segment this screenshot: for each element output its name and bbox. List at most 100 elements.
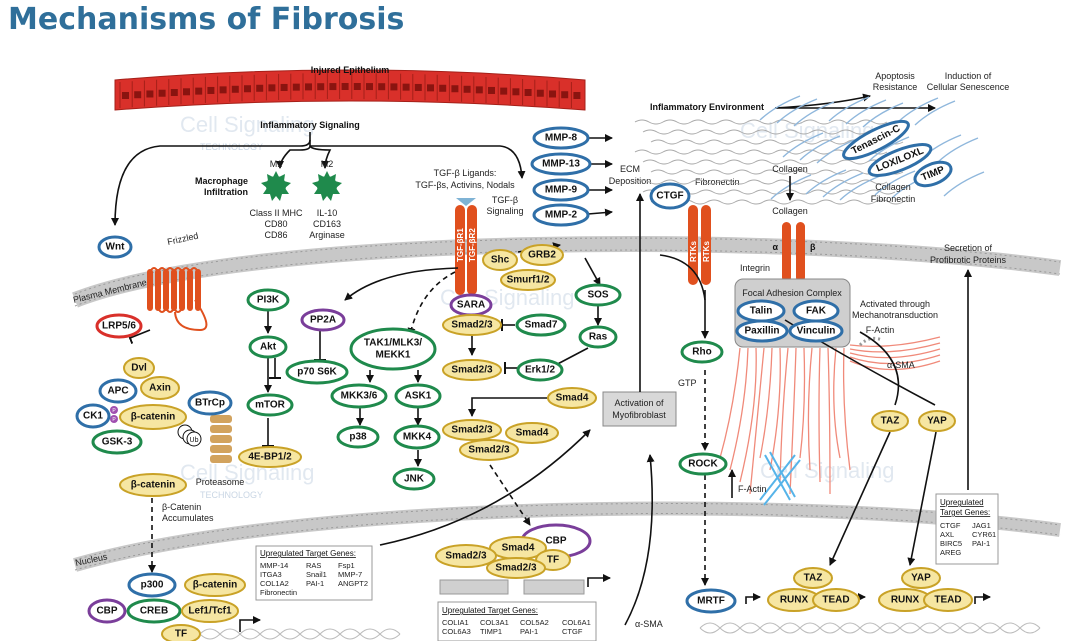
epithelial-cell-nucleus — [207, 86, 215, 94]
node-yap: YAP — [918, 410, 956, 432]
gene-box-header: Upregulated Target Genes: — [260, 549, 356, 558]
m2-marker: Arginase — [309, 230, 345, 240]
node-taz: TAZ — [871, 410, 909, 432]
ecm-sub: Deposition — [609, 176, 652, 186]
secretion-sub: Profibrotic Proteins — [930, 255, 1007, 265]
node-label: GSK-3 — [102, 437, 133, 448]
actin-fiber — [818, 347, 821, 483]
gene-item: MMP-14 — [260, 561, 288, 570]
gene-item: Fibronectin — [260, 588, 297, 597]
epithelial-cell-nucleus — [244, 85, 251, 93]
actin-fiber — [789, 347, 797, 495]
collagen-label-2: Collagen — [772, 206, 808, 216]
macrophage-label: Macrophage — [195, 176, 248, 186]
gene-item: PAI-1 — [972, 539, 990, 548]
node-label: RUNX — [780, 595, 809, 606]
m1-marker: Class II MHC — [249, 208, 303, 218]
node-label: Axin — [149, 383, 171, 394]
collagen-fiber — [914, 100, 956, 126]
node-label: APC — [107, 386, 128, 397]
node-label: CK1 — [83, 411, 103, 422]
gene-item: COL5A2 — [520, 618, 549, 627]
node-axin: Axin — [140, 376, 180, 400]
epithelial-cell-nucleus — [573, 92, 581, 99]
node-label: TAZ — [804, 573, 823, 584]
ub-label: Ub — [190, 437, 199, 444]
node-pi3k: PI3K — [246, 288, 290, 312]
node-label: β-catenin — [131, 412, 175, 423]
node-label: Rho — [692, 347, 711, 358]
collagen-fibronectin-label: Collagen — [875, 182, 911, 192]
gtp-label: GTP — [678, 378, 697, 388]
node-label: MKK3/6 — [341, 391, 378, 402]
ecm-label: ECM — [620, 164, 640, 174]
node-smad7: Smad7 — [515, 313, 567, 337]
collagen-fibronectin-sub: Fibronectin — [871, 194, 916, 204]
node-label: MKK4 — [403, 432, 432, 443]
collagen-fiber — [776, 98, 818, 124]
gene-item: AREG — [940, 548, 961, 557]
node-smad4b: Smad4 — [505, 422, 559, 444]
node-label: Smad2/3 — [451, 425, 493, 436]
apoptosis-label: Apoptosis — [875, 71, 915, 81]
collagen-fiber — [799, 135, 841, 161]
node-label: Smad2/3 — [451, 365, 493, 376]
wnt-target-genes-box: Upregulated Target Genes: MMP-14 ITGA3 C… — [255, 545, 373, 601]
gene-item: MMP-7 — [338, 570, 362, 579]
node-grb2: GRB2 — [520, 244, 564, 266]
node-label: p300 — [141, 580, 164, 591]
node-label: CREB — [140, 606, 168, 617]
node-yap2: YAP — [901, 567, 941, 589]
epithelial-cell-nucleus — [463, 85, 471, 93]
node-dvl: Dvl — [123, 357, 155, 379]
epithelial-cell-nucleus — [475, 86, 483, 94]
epithelial-cell-nucleus — [231, 85, 239, 93]
gene-item: Fsp1 — [338, 561, 355, 570]
inflammatory-signaling: Inflammatory Signaling — [111, 120, 526, 226]
node-ck1: CK1 — [75, 403, 111, 429]
node-label: MMP-2 — [545, 210, 578, 221]
node-mkk36: MKK3/6 — [330, 383, 388, 409]
tgfbr1-label: TGF-βR1 — [456, 228, 465, 262]
node-label: Erk1/2 — [525, 365, 555, 376]
node-label: Smad4 — [502, 543, 535, 554]
gene-item: AXL — [940, 530, 954, 539]
actin-fibers — [719, 336, 941, 495]
node-label: SARA — [457, 300, 485, 311]
node-label: JNK — [404, 474, 425, 485]
node-mmp8: MMP-8 — [532, 126, 590, 150]
epithelial-cell-nucleus — [390, 83, 398, 91]
node-smad23n1: Smad2/3 — [435, 544, 497, 568]
node-sos: SOS — [574, 283, 622, 307]
node-label: Smad4 — [516, 428, 549, 439]
m1-marker: CD86 — [264, 230, 287, 240]
node-akt: Akt — [248, 335, 288, 359]
tgfb-ligands-label: TGF-β Ligands: — [434, 168, 497, 178]
gene-item: TIMP1 — [480, 627, 502, 636]
integrin-label: Integrin — [740, 263, 770, 273]
macrophages: M1 M2 Macrophage Infiltration Class II M… — [195, 159, 345, 240]
node-label: Lef1/Tcf1 — [188, 606, 232, 617]
node-label: MMP-9 — [545, 185, 578, 196]
node-tead1: TEAD — [812, 588, 860, 612]
epithelial-cell-nucleus — [134, 91, 142, 99]
senescence-sub: Cellular Senescence — [927, 82, 1010, 92]
epithelial-cells — [119, 73, 581, 108]
node-label: ASK1 — [405, 391, 432, 402]
epithelial-cell-nucleus — [512, 88, 520, 96]
node-runx2: RUNX — [878, 588, 932, 612]
apoptosis-sub: Resistance — [873, 82, 918, 92]
node-shc: Shc — [482, 249, 518, 271]
asma-fiber — [849, 336, 941, 348]
node-label: TF — [175, 629, 187, 640]
watermark-subtext: TECHNOLOGY — [200, 142, 263, 152]
node-vinculin: Vinculin — [788, 319, 844, 343]
node-p38: p38 — [336, 425, 380, 449]
infiltration-label: Infiltration — [204, 187, 248, 197]
asma-label: α-SMA — [887, 360, 915, 370]
node-fak: FAK — [792, 299, 840, 323]
collagen-fiber — [868, 136, 910, 162]
node-label: FAK — [806, 306, 827, 317]
m1-marker: CD80 — [264, 219, 287, 229]
gene-box-header: Target Genes: — [940, 508, 990, 517]
